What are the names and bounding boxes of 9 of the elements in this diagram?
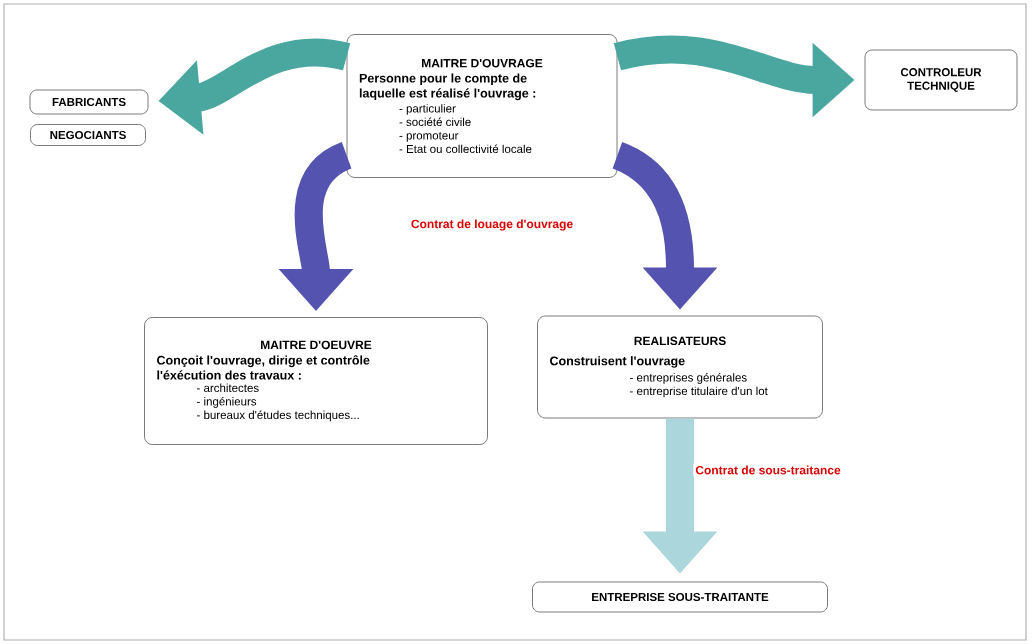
role-tag: ENTREPRISE SOUS-TRAITANTE bbox=[532, 581, 828, 613]
role-tag: CONTROLEUR TECHNIQUE bbox=[864, 49, 1018, 111]
role-box: MAITRE D'OUVRAGE Personne pour le compte de laquelle est réalisé l'ouvrage : - particulier - société civile - promoteur - Etat ou collectivité locale bbox=[346, 34, 618, 178]
contract-label: Contrat de louage d'ouvrage bbox=[408, 217, 576, 233]
edge-label: Contrat de sous-traitance bbox=[693, 463, 843, 477]
role-tag: FABRICANTS bbox=[29, 89, 149, 115]
role-box: REALISATEURS Construisent l'ouvrage - entreprises générales - entreprise titulaire d'un lot bbox=[537, 315, 823, 419]
role-tag: NEGOCIANTS bbox=[30, 124, 146, 146]
role-box: MAITRE D'OEUVRE Conçoit l'ouvrage, dirige et contrôle l'éxécution des travaux : - architectes - ingénieurs - bureaux d'études techniques... bbox=[144, 317, 488, 445]
